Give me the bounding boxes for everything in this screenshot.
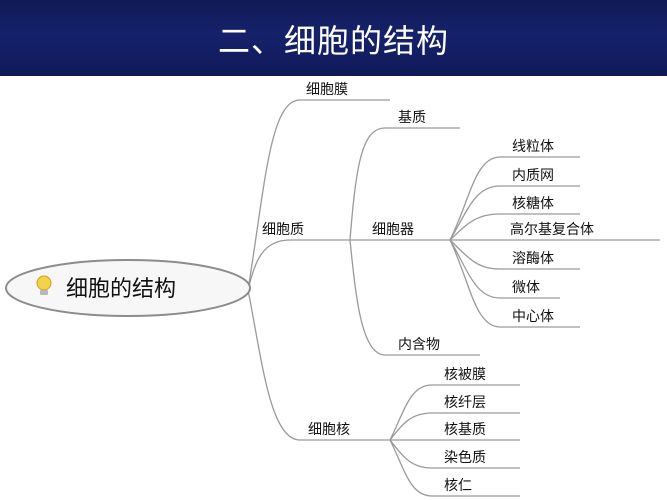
connector-organelle-2 (449, 185, 580, 241)
connector-organelle-1 (449, 156, 580, 241)
node-nucleus-nucleolus[interactable]: 核仁 (444, 478, 472, 494)
connector-organelle-7 (449, 239, 580, 328)
connector-organelle-6 (449, 239, 560, 299)
connector-nucleus-2 (389, 412, 520, 441)
node-cytoplasm[interactable]: 细胞质 (262, 222, 304, 238)
node-organelle-er[interactable]: 内质网 (512, 168, 554, 184)
node-nucleus-matrix[interactable]: 核基质 (444, 421, 486, 438)
node-nucleus-envelope[interactable]: 核被膜 (444, 367, 486, 383)
connector-nucleus-1 (389, 384, 520, 441)
node-organelle-mitochondria[interactable]: 线粒体 (512, 139, 554, 155)
node-membrane[interactable]: 细胞膜 (306, 82, 348, 98)
root-node-label: 细胞的结构 (66, 277, 176, 302)
node-organelles[interactable]: 细胞器 (372, 222, 414, 238)
connector-cytoplasm-matrix (349, 127, 460, 241)
node-organelle-centrosome[interactable]: 中心体 (512, 309, 554, 325)
page-title: 二、细胞的结构 (217, 22, 449, 60)
connector-organelle-3 (449, 213, 580, 241)
node-nucleus[interactable]: 细胞核 (308, 422, 350, 438)
connector-root-nucleus (247, 289, 390, 441)
node-nucleus-lamina[interactable]: 核纤层 (444, 395, 486, 411)
connector-root-membrane (247, 99, 390, 291)
node-organelle-lysosome[interactable]: 溶酶体 (512, 251, 554, 267)
connector-root-cytoplasm (247, 239, 350, 291)
connector-nucleus-4 (389, 439, 520, 469)
root-node-bubble[interactable] (5, 259, 251, 317)
connector-organelle-5 (449, 239, 580, 270)
connector-cytoplasm-inclusion (349, 239, 480, 356)
lightbulb-icon (36, 275, 52, 295)
node-organelle-golgi[interactable]: 高尔基复合体 (510, 221, 594, 238)
connector-nucleus-5 (389, 439, 520, 497)
title-banner: 二、细胞的结构 (0, 0, 667, 76)
node-matrix[interactable]: 基质 (398, 109, 426, 126)
node-organelle-microbody[interactable]: 微体 (512, 280, 540, 296)
node-inclusion[interactable]: 内含物 (398, 337, 440, 353)
node-nucleus-chromatin[interactable]: 染色质 (444, 449, 486, 466)
node-organelle-ribosome[interactable]: 核糖体 (512, 196, 554, 212)
